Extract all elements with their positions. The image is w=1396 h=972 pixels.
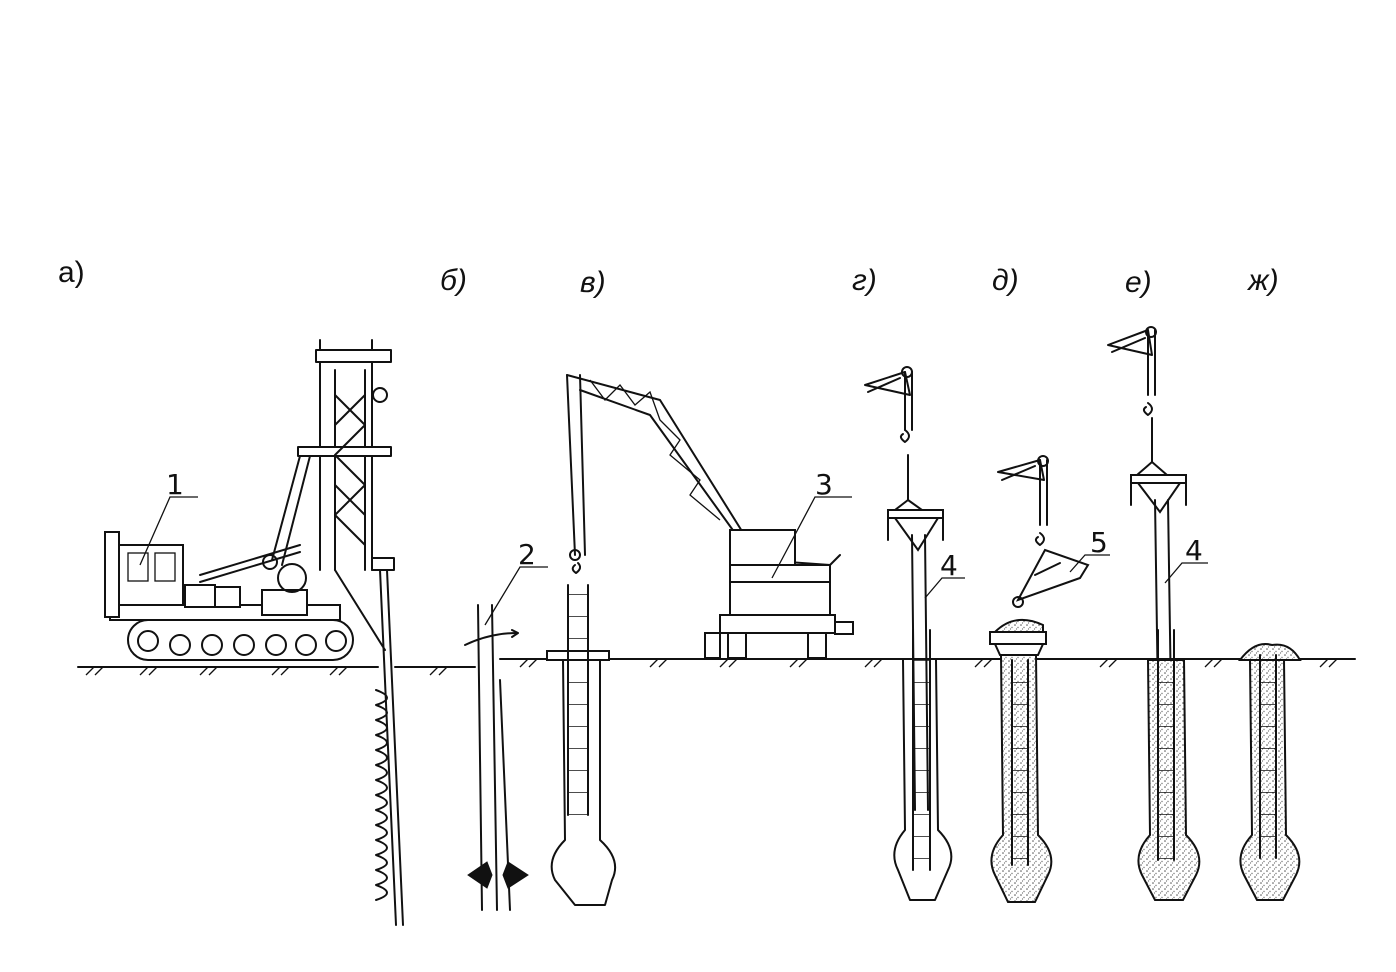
casing-stage — [864, 366, 953, 901]
crane-with-cage — [546, 374, 854, 906]
callout-4-casing: 4 — [940, 549, 958, 582]
concreting-stage — [989, 455, 1090, 903]
ground-hatch — [85, 658, 1338, 676]
callout-5: 5 — [1090, 526, 1108, 559]
stage-label-e: е) — [1125, 266, 1152, 299]
stage-label-zh: ж) — [1246, 264, 1279, 297]
callout-3: 3 — [815, 468, 833, 501]
stage-label-b: б) — [440, 264, 467, 297]
finished-pile — [1237, 643, 1302, 901]
stage-label-g: г) — [852, 264, 877, 297]
rig-mast — [271, 339, 392, 651]
stage-label-a: а) — [58, 256, 85, 289]
callout-4-extraction: 4 — [1185, 534, 1203, 567]
stage-label-d: д) — [992, 264, 1019, 297]
callout-2: 2 — [518, 538, 536, 571]
casing-extraction-stage — [1107, 326, 1201, 901]
callout-1: 1 — [166, 468, 184, 501]
drilling-rig — [104, 339, 404, 926]
auger — [371, 557, 404, 926]
callout-leaders — [139, 496, 1208, 626]
stage-label-v: в) — [580, 266, 606, 299]
reamer-borehole — [464, 604, 529, 911]
